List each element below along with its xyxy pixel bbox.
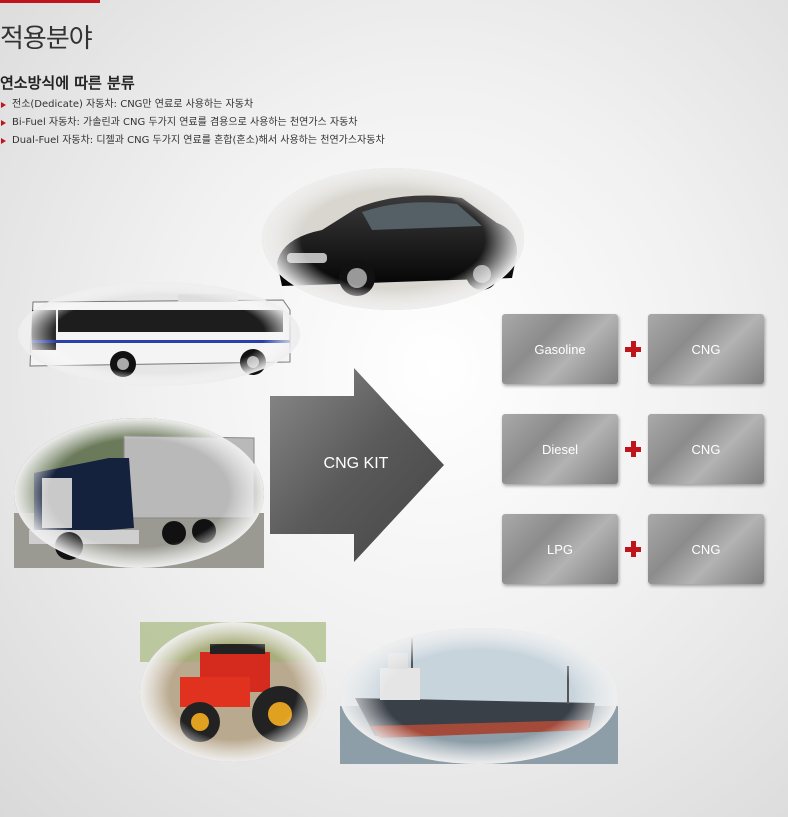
fuel-box-lpg: LPG	[502, 514, 618, 584]
bus-photo	[18, 282, 300, 386]
list-item: Bi-Fuel 자동차: 가솔린과 CNG 두가지 연료를 겸용으로 사용하는 …	[0, 114, 385, 132]
arrow-shape	[270, 368, 444, 562]
fuel-box-diesel: Diesel	[502, 414, 618, 484]
list-item: 전소(Dedicate) 자동차: CNG만 연료로 사용하는 자동차	[0, 96, 385, 114]
truck-photo	[14, 418, 264, 568]
fuel-box-cng: CNG	[648, 514, 764, 584]
plus-icon	[624, 340, 642, 358]
list-item: Dual-Fuel 자동차: 디젤과 CNG 두가지 연료를 혼합(혼소)해서 …	[0, 132, 385, 150]
plus-icon	[624, 440, 642, 458]
fuel-box-gasoline: Gasoline	[502, 314, 618, 384]
fuel-box-cng: CNG	[648, 414, 764, 484]
page-title: 적용분야	[0, 24, 93, 54]
tractor-photo	[140, 622, 326, 762]
accent-bar	[0, 0, 100, 3]
cng-kit-label: CNG KIT	[323, 455, 389, 472]
fuel-box-cng: CNG	[648, 314, 764, 384]
plus-icon	[624, 540, 642, 558]
classification-list: 전소(Dedicate) 자동차: CNG만 연료로 사용하는 자동차 Bi-F…	[0, 96, 385, 150]
ship-photo	[340, 628, 618, 764]
car-photo	[262, 168, 524, 310]
section-title: 연소방식에 따른 분류	[0, 74, 135, 92]
